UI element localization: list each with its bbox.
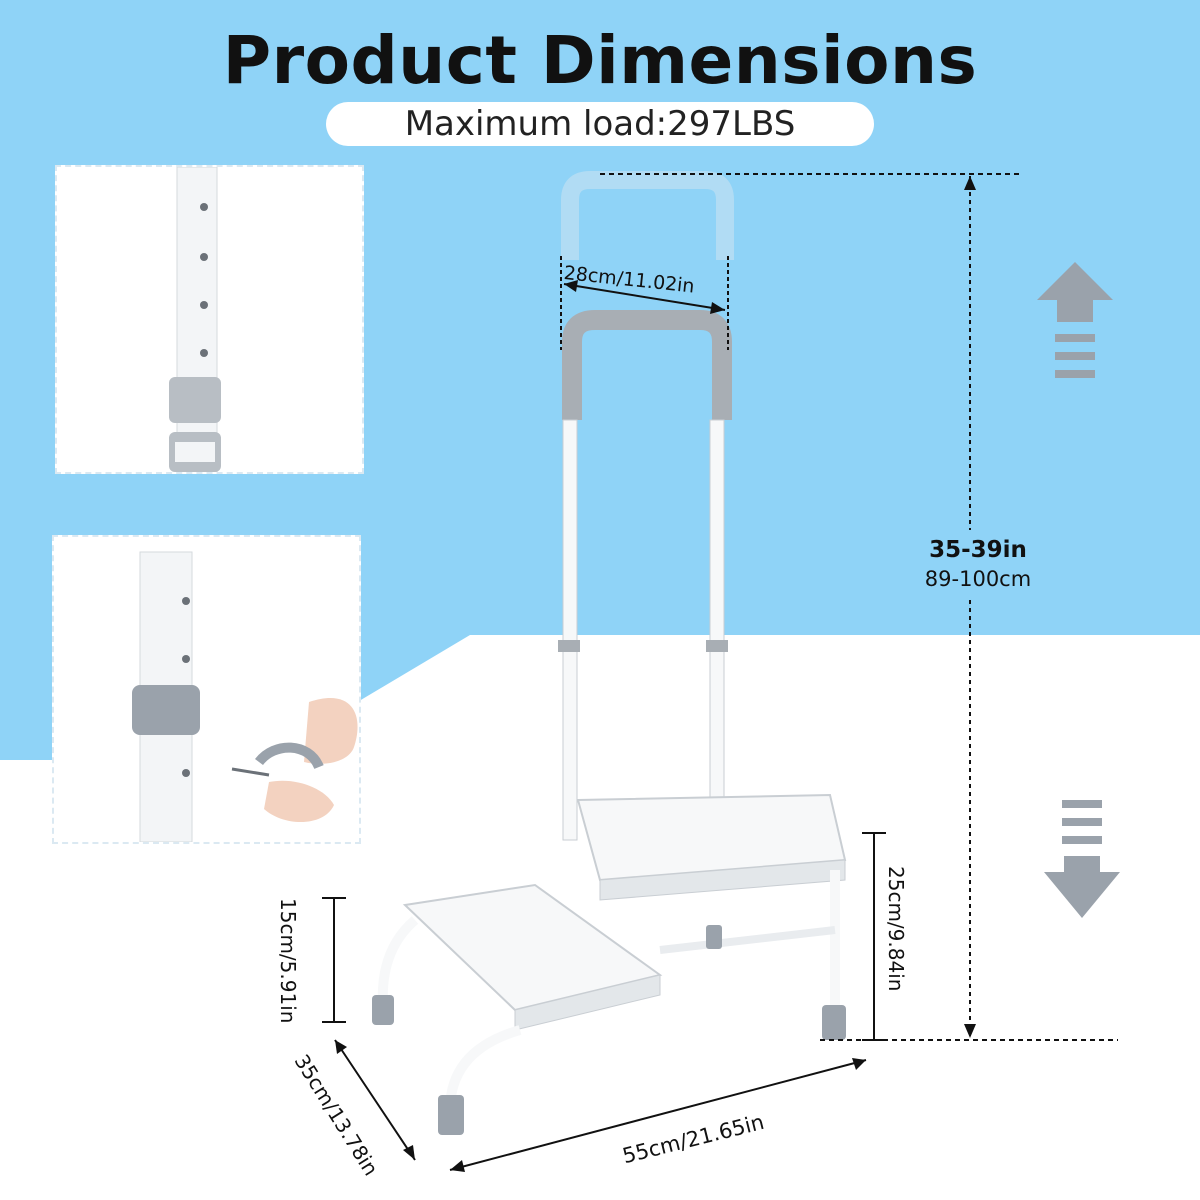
locking-clip-image (132, 551, 358, 842)
arrow-up-icon (1037, 262, 1113, 378)
step1-height-label: 15cm/5.91in (276, 898, 300, 1024)
step2-height-label: 25cm/9.84in (884, 866, 908, 992)
adjustable-tube-image (169, 167, 221, 472)
total-height-cm: 89-100cm (924, 567, 1032, 591)
page-title: Product Dimensions (222, 22, 978, 99)
total-height-inches: 35-39in (929, 537, 1027, 563)
arrow-down-icon (1044, 800, 1120, 918)
detail-inset-clip (52, 535, 361, 844)
max-load-label: Maximum load:297LBS (326, 102, 874, 146)
detail-inset-tube (55, 165, 364, 474)
